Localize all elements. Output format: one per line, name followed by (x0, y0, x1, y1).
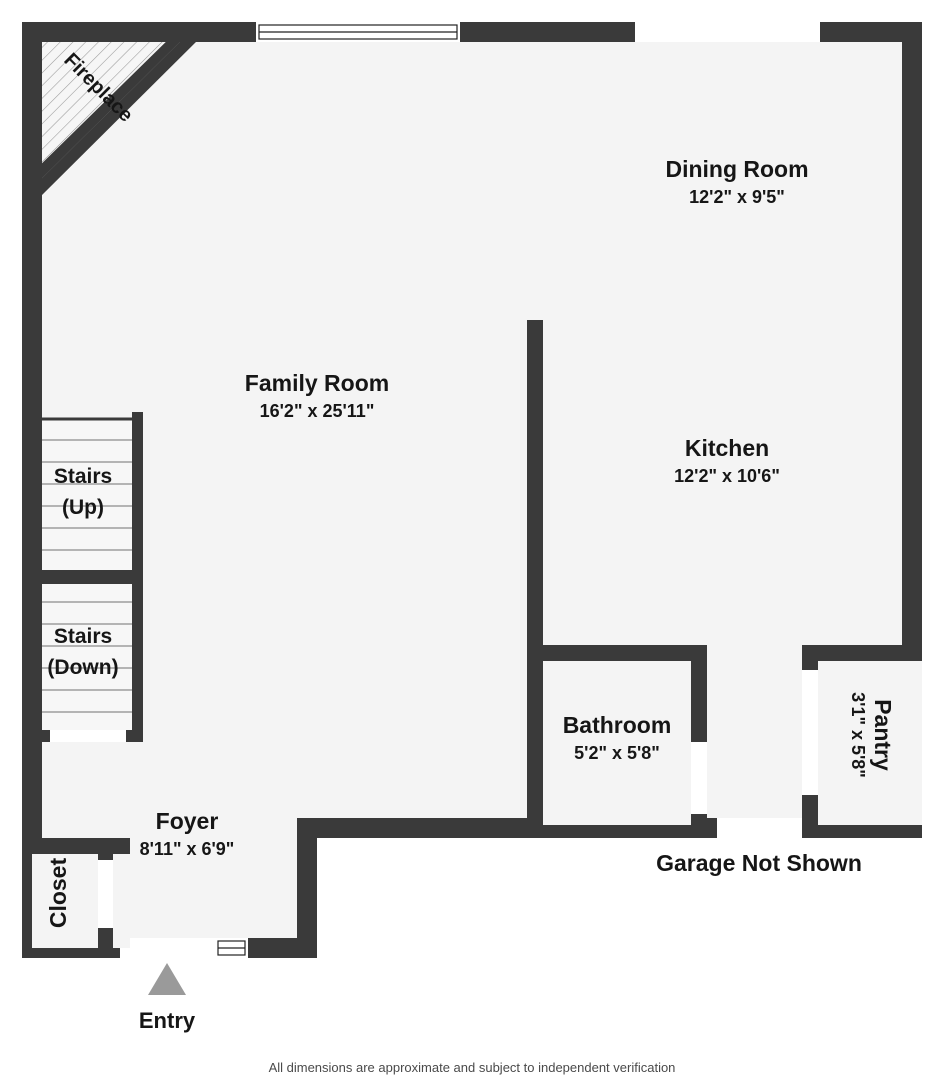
foyer-dimensions: 8'11" x 6'9" (140, 839, 235, 859)
stairs-bottom-wall-right (126, 730, 143, 742)
stairs-doorway-opening (50, 730, 126, 742)
entry-label: Entry (139, 1008, 196, 1033)
exterior-walls-group (22, 22, 922, 958)
stairs-divider-wall (32, 570, 143, 584)
pantry-floor (802, 645, 922, 825)
bottom-wall-segment-foyer-right (307, 818, 537, 838)
pantry-top-wall (802, 645, 922, 661)
closet-door-opening (98, 860, 113, 928)
opening-top-right (635, 22, 820, 42)
stairs-down-label-line2: (Down) (47, 656, 118, 679)
disclaimer-text: All dimensions are approximate and subje… (269, 1060, 676, 1075)
stairs-bottom-wall-group (32, 730, 143, 742)
stairs-bottom-wall-left (32, 730, 50, 742)
bathroom-dimensions: 5'2" x 5'8" (574, 743, 660, 763)
top-wall-segment-right (820, 22, 922, 42)
pantry-dimensions: 3'1" x 5'8" (848, 692, 868, 778)
bathroom-group: Bathroom 5'2" x 5'8" (527, 645, 707, 827)
stairs-up-body (42, 418, 132, 570)
stairs-up-label-line2: (Up) (62, 496, 104, 519)
foyer-name: Foyer (156, 808, 219, 834)
stairs-down-group: Stairs (Down) (42, 578, 143, 736)
window-foyer-bottom (215, 938, 248, 958)
pantry-name: Pantry (870, 699, 896, 771)
kitchen-dimensions: 12'2" x 10'6" (674, 466, 780, 486)
bathroom-floor (527, 645, 707, 825)
fireplace-group: Fireplace (29, 29, 202, 199)
closet-group: Closet (32, 838, 130, 948)
foyer-right-wall (297, 818, 317, 958)
closet-right-wall-upper (98, 838, 113, 860)
window-top-left (256, 22, 460, 42)
dining-room-dimensions: 12'2" x 9'5" (689, 187, 785, 207)
pantry-group: Pantry 3'1" x 5'8" (802, 645, 922, 827)
closet-floor (32, 838, 130, 948)
bathroom-door-opening (691, 742, 707, 814)
kitchen-family-divider-wall (527, 320, 543, 645)
bathroom-name: Bathroom (563, 712, 672, 738)
top-wall-segment-middle (460, 22, 635, 42)
closet-top-wall (32, 838, 130, 854)
left-exterior-wall (22, 22, 42, 958)
stairs-down-treads (42, 601, 132, 713)
bathroom-right-wall-upper (691, 645, 707, 742)
opening-bottom-garage (717, 818, 802, 838)
room-labels-group: Dining Room 12'2" x 9'5" Family Room 16'… (140, 156, 809, 859)
fireplace-diagonal-wall-2 (30, 30, 202, 199)
family-room-dimensions: 16'2" x 25'11" (260, 401, 375, 421)
pantry-left-wall-upper (802, 645, 818, 670)
stairs-up-treads (42, 439, 132, 551)
entry-door-opening (120, 938, 215, 958)
stairs-down-body (42, 584, 132, 732)
closet-name: Closet (45, 858, 71, 929)
closet-right-wall-lower (98, 928, 113, 948)
garage-note-label: Garage Not Shown (656, 850, 862, 876)
entry-arrow-icon (148, 963, 186, 995)
dining-room-name: Dining Room (665, 156, 808, 182)
stairs-down-label-line1: Stairs (54, 625, 112, 648)
foyer-bottom-wall-right (248, 938, 317, 958)
kitchen-name: Kitchen (685, 435, 769, 461)
bathroom-left-wall (527, 645, 543, 825)
right-exterior-wall (902, 22, 922, 838)
entry-marker-group: Entry (139, 963, 196, 1033)
stairs-up-right-wall (132, 412, 143, 577)
pantry-door-opening (802, 670, 818, 795)
stairs-up-group: Stairs (Up) (42, 412, 143, 577)
top-wall-segment-left (22, 22, 256, 42)
family-room-name: Family Room (245, 370, 389, 396)
stairs-up-label-line1: Stairs (54, 465, 112, 488)
bathroom-top-wall (527, 645, 707, 661)
stairs-down-right-wall (132, 578, 143, 736)
bathroom-right-wall-lower (691, 814, 707, 827)
pantry-left-wall-lower (802, 795, 818, 827)
